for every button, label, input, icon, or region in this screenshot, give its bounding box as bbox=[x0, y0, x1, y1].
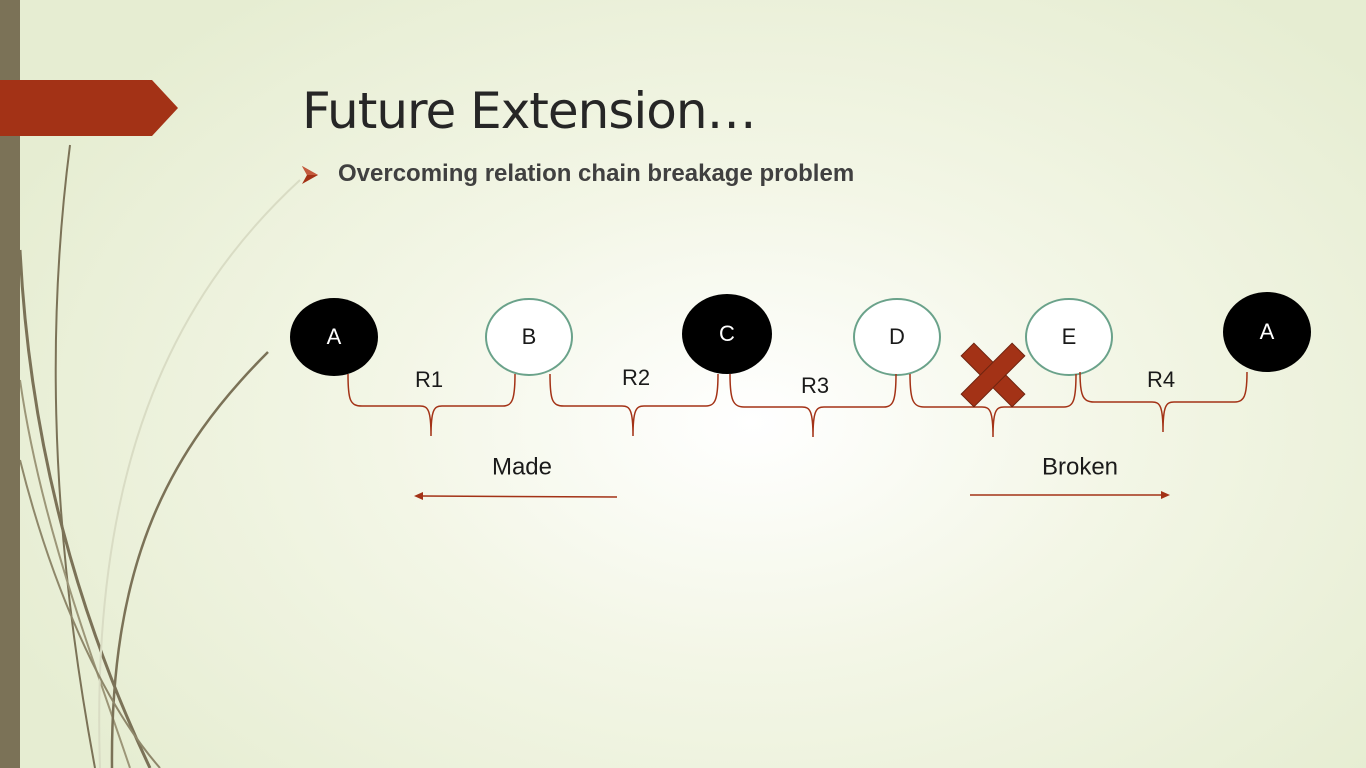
title-accent-tab bbox=[0, 80, 178, 136]
brace-broken bbox=[909, 373, 1077, 438]
node-a-end: A bbox=[1223, 292, 1311, 372]
brace-r1 bbox=[347, 373, 516, 437]
direction-label-made: Made bbox=[492, 453, 552, 480]
slide-title: Future Extension… bbox=[302, 82, 757, 140]
node-c: C bbox=[682, 294, 772, 374]
bullet-arrow-icon bbox=[302, 166, 318, 184]
node-a-start: A bbox=[290, 298, 378, 376]
x-mark-icon bbox=[960, 342, 1026, 408]
node-e: E bbox=[1025, 298, 1113, 376]
node-label: E bbox=[1062, 324, 1077, 349]
sidebar-bar bbox=[0, 0, 20, 768]
bullet-text: Overcoming relation chain breakage probl… bbox=[338, 160, 855, 187]
node-label: A bbox=[1260, 319, 1275, 344]
brace-r3 bbox=[729, 373, 897, 438]
made-arrow-icon bbox=[414, 492, 618, 500]
broken-arrow-icon bbox=[970, 491, 1170, 499]
relation-label-r3: R3 bbox=[801, 373, 829, 398]
brace-r4 bbox=[1079, 371, 1248, 433]
relation-label-r4: R4 bbox=[1147, 367, 1175, 392]
node-label: D bbox=[889, 324, 905, 349]
direction-label-broken: Broken bbox=[1042, 453, 1118, 480]
brace-r2 bbox=[549, 373, 719, 437]
node-d: D bbox=[853, 298, 941, 376]
node-label: B bbox=[522, 324, 537, 349]
node-label: A bbox=[327, 324, 342, 349]
relation-label-r1: R1 bbox=[415, 367, 443, 392]
node-b: B bbox=[485, 298, 573, 376]
relation-label-r2: R2 bbox=[622, 365, 650, 390]
node-label: C bbox=[719, 321, 735, 346]
